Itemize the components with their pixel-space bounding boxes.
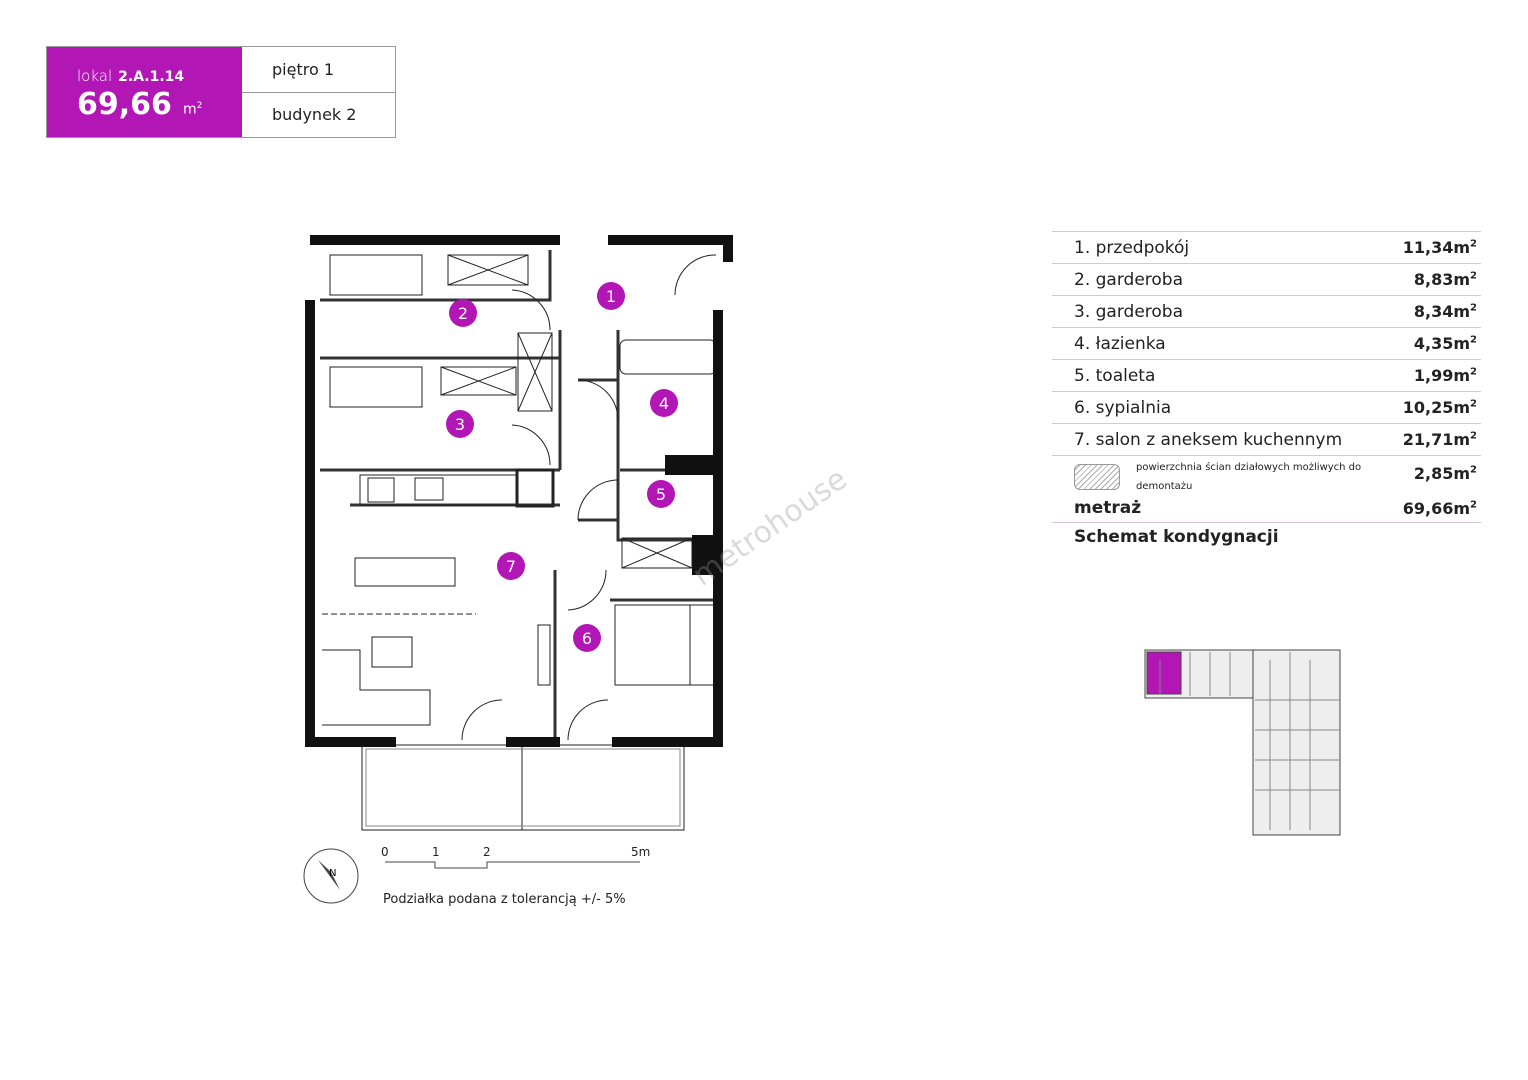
scale-label-2: 2 [483,845,491,859]
svg-text:2: 2 [458,304,468,323]
scale-label-5m: 5m [631,845,651,859]
room-marker-5: 5 [647,480,675,508]
schema-title: Schemat kondygnacji [1074,527,1279,547]
outer-wall [305,235,733,747]
svg-text:1: 1 [606,287,616,306]
svg-text:4: 4 [659,394,669,413]
removable-walls-row: powierzchnia ścian działowych możliwych … [1052,455,1481,494]
room-marker-4: 4 [650,389,678,417]
unit-area: 69,66 [77,87,172,122]
svg-text:6: 6 [582,629,592,648]
svg-text:N: N [329,868,336,879]
unit-id: 2.A.1.14 [118,69,185,85]
room-marker-7: 7 [497,552,525,580]
floor-label: piętro 1 [242,47,395,93]
unit-area-unit: m2 [183,101,203,118]
scale-bar [385,861,640,869]
scale-label-0: 0 [381,845,389,859]
scale-note: Podziałka podana z tolerancją +/- 5% [383,892,626,907]
svg-text:7: 7 [506,557,516,576]
balcony [361,744,685,831]
room-marker-6: 6 [573,624,601,652]
hatch-icon [1074,464,1120,490]
room-marker-1: 1 [597,282,625,310]
building-schema [1144,649,1341,836]
svg-text:5: 5 [656,485,666,504]
room-markers: 1 2 3 4 5 6 7 [446,282,678,652]
room-marker-2: 2 [449,299,477,327]
svg-text:3: 3 [455,415,465,434]
north-compass-icon: N [303,848,359,904]
room-marker-3: 3 [446,410,474,438]
building-label: budynek 2 [272,105,357,125]
scale-label-1: 1 [432,845,440,859]
